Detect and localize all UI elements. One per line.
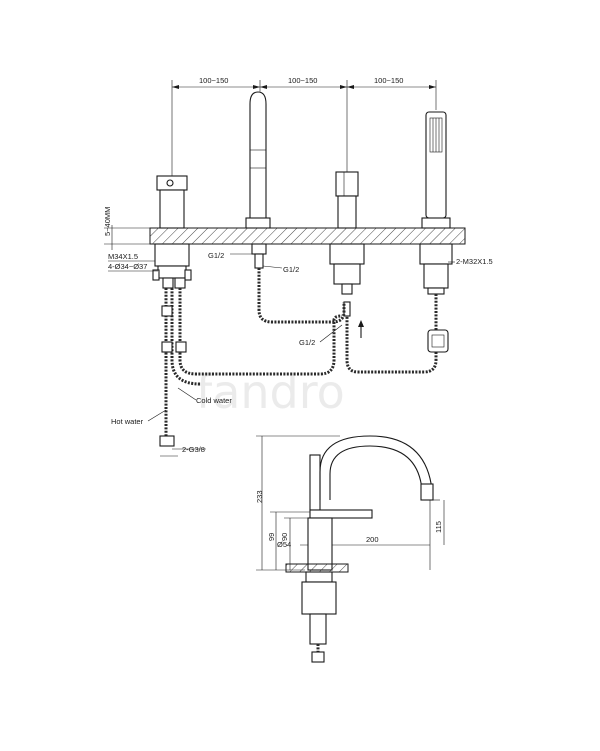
deck-thickness-dim bbox=[104, 225, 150, 250]
height-low-label: 90 bbox=[280, 533, 289, 541]
hand-shower bbox=[419, 111, 453, 295]
left-mixer-valve bbox=[152, 175, 192, 289]
height-mid-label: 99 bbox=[267, 533, 276, 541]
diverter-box bbox=[427, 329, 449, 353]
spacing-label-1: 100~150 bbox=[199, 76, 228, 85]
reach-label: 200 bbox=[366, 535, 379, 544]
thread-right-label: 2-M32X1.5 bbox=[456, 257, 493, 266]
height-total-label: 233 bbox=[255, 490, 264, 503]
cold-water-label: Cold water bbox=[196, 396, 232, 405]
inlet-label: 2-G3/8 bbox=[182, 445, 205, 454]
diverter-conn-label: G1/2 bbox=[299, 338, 315, 347]
spout-conn-label-2: G1/2 bbox=[283, 265, 299, 274]
side-view-faucet bbox=[285, 435, 434, 663]
side-view-dimensions bbox=[256, 435, 445, 571]
deck-counter bbox=[149, 227, 466, 245]
flow-arrow bbox=[358, 320, 364, 338]
hose-fittings bbox=[159, 305, 187, 447]
deck-thickness-label: 5~40MM bbox=[103, 207, 112, 236]
spacing-label-2: 100~150 bbox=[288, 76, 317, 85]
hot-water-label: Hot water bbox=[111, 417, 144, 426]
diameter-label: Ø54 bbox=[277, 540, 291, 549]
spout-conn-label: G1/2 bbox=[208, 251, 224, 260]
top-dimension-line bbox=[171, 80, 437, 176]
hole-left-label: 4-Ø34~Ø37 bbox=[108, 262, 147, 271]
thread-left-label: M34X1.5 bbox=[108, 252, 138, 261]
spacing-label-3: 100~150 bbox=[374, 76, 403, 85]
diverter bbox=[329, 171, 365, 317]
spout-height-label: 115 bbox=[434, 521, 443, 533]
spout bbox=[245, 91, 271, 269]
